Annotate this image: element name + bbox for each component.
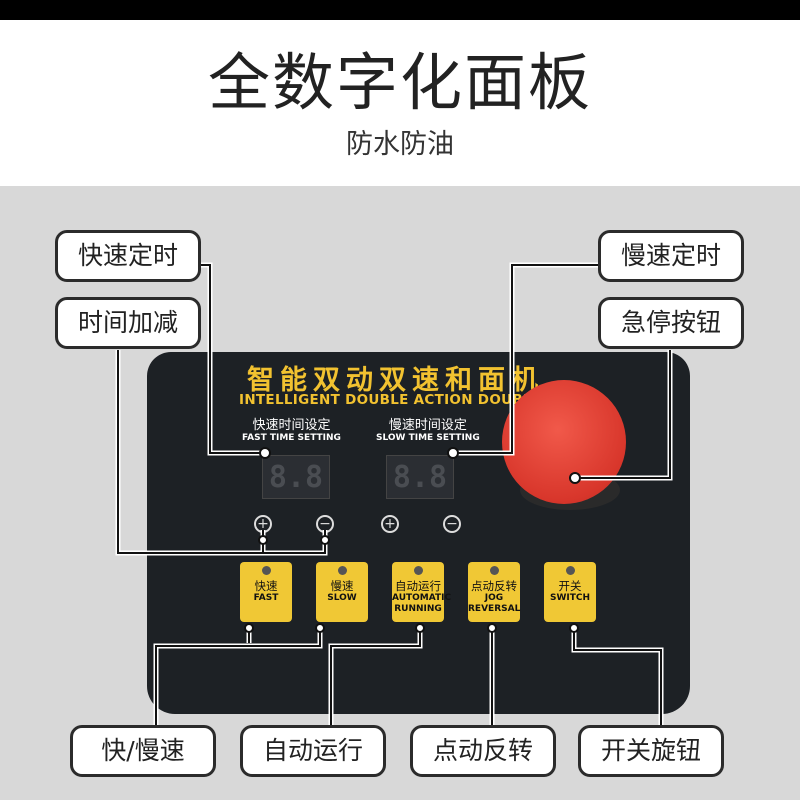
button-label-en: FAST (253, 593, 279, 603)
fast-setting-en: FAST TIME SETTING (242, 433, 341, 443)
led-indicator (337, 566, 347, 575)
header (0, 20, 800, 186)
slow-time-display: 8.8 (386, 455, 454, 499)
slow-minus-button[interactable]: − (443, 515, 461, 533)
led-indicator (413, 566, 423, 575)
callout-switch: 开关旋钮 (578, 725, 724, 777)
callout-slow-timer: 慢速定时 (598, 230, 744, 282)
button-label-en: SWITCH (549, 593, 591, 603)
slow-setting-label: 慢速时间设定 SLOW TIME SETTING (376, 414, 480, 443)
slow-setting-en: SLOW TIME SETTING (376, 433, 480, 443)
slow-plus-button[interactable]: + (381, 515, 399, 533)
button-label-en: SLOW (327, 593, 357, 603)
button-label-cn: 开关 (558, 579, 582, 593)
button-label-en: AUTOMATIC RUNNING (392, 593, 452, 614)
panel-subtitle: INTELLIGENT DOUBLE ACTION DOUBLE SPEED D… (239, 392, 549, 408)
top-bar (0, 0, 800, 20)
led-indicator (489, 566, 499, 575)
button-label-cn: 快速 (254, 579, 278, 593)
slow-setting-cn: 慢速时间设定 (388, 418, 467, 433)
callout-jog: 点动反转 (410, 725, 556, 777)
callout-estop: 急停按钮 (598, 297, 744, 349)
fast-setting-cn: 快速时间设定 (252, 418, 331, 433)
fast-setting-label: 快速时间设定 FAST TIME SETTING (242, 414, 341, 443)
emergency-stop-button[interactable] (502, 380, 626, 504)
callout-auto: 自动运行 (240, 725, 386, 777)
button-label-cn: 自动运行 (395, 579, 441, 593)
callout-fast-timer: 快速定时 (55, 230, 201, 282)
panel-title: 智能双动双速和面机 (247, 365, 544, 396)
fast-time-display: 8.8 (262, 455, 330, 499)
led-indicator (261, 566, 271, 575)
callout-time-adjust: 时间加减 (55, 297, 201, 349)
callout-speed: 快/慢速 (70, 725, 216, 777)
button-label-cn: 慢速 (330, 579, 354, 593)
led-indicator (565, 566, 575, 575)
button-label-en: JOG REVERSAL (468, 593, 521, 614)
button-label-cn: 点动反转 (471, 579, 517, 593)
page-subtitle: 防水防油 (346, 129, 454, 160)
page-title: 全数字化面板 (207, 46, 592, 119)
